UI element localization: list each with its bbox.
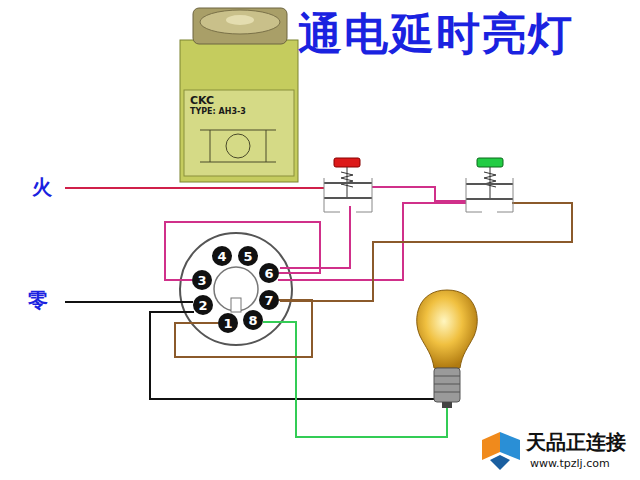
watermark-name: 天品正连接 <box>526 432 626 452</box>
live-wire <box>65 187 324 189</box>
wires <box>65 187 572 437</box>
socket-pin: 7 <box>259 290 279 310</box>
logo-icon <box>482 432 520 470</box>
socket-pin: 2 <box>193 295 213 315</box>
neutral-label: 零 <box>28 290 48 310</box>
pin7-button-wire <box>280 203 572 301</box>
socket-pin: 6 <box>259 263 279 283</box>
socket-pin: 1 <box>218 313 238 333</box>
relay-type: TYPE: AH3-3 <box>190 108 246 116</box>
socket-pin: 8 <box>243 310 263 330</box>
lamp-switched-wire <box>263 322 447 437</box>
relay-socket <box>180 233 292 345</box>
neutral-wire <box>65 301 193 303</box>
lamp <box>417 290 477 408</box>
watermark-url: www.tpzlj.com <box>530 458 610 469</box>
jumper-wire <box>165 222 320 280</box>
socket-pin: 5 <box>238 246 258 266</box>
pin6-red-button-wire <box>280 206 350 268</box>
pin-number: 2 <box>198 299 207 312</box>
green-push-button <box>466 158 513 212</box>
pin-number: 8 <box>248 314 257 327</box>
socket-pin: 3 <box>192 270 212 290</box>
relay-photo <box>180 8 298 182</box>
pin-number: 1 <box>223 317 232 330</box>
lamp-neutral-wire <box>150 312 436 399</box>
button-link-wire <box>372 187 466 201</box>
pin-number: 7 <box>264 294 273 307</box>
pin-number: 4 <box>217 250 226 263</box>
pin-number: 5 <box>243 250 252 263</box>
pin-number: 3 <box>197 274 206 287</box>
live-label: 火 <box>32 177 52 197</box>
relay-brand: CKC <box>190 95 214 106</box>
diagram-title: 通电延时亮灯 <box>298 12 574 56</box>
socket-pin: 4 <box>212 246 232 266</box>
red-push-button <box>324 158 372 212</box>
pin-number: 6 <box>264 267 273 280</box>
